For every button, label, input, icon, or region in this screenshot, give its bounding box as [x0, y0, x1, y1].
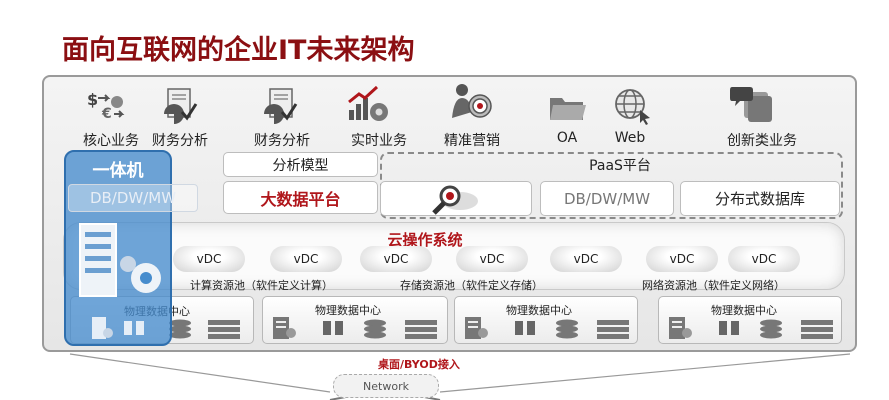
app-label-core-business: 核心业务 [83, 133, 139, 149]
datacenter-label-2: 物理数据中心 [315, 304, 381, 317]
server-gear-icon [79, 223, 161, 297]
app-label-realtime: 实时业务 [351, 133, 407, 149]
folder-icon [550, 98, 586, 120]
byod-access-label: 桌面/BYOD接入 [378, 358, 460, 371]
network-cloud: Network [333, 374, 439, 398]
realtime-chart-icon [348, 85, 388, 121]
vdc-3: vDC [360, 246, 432, 272]
paas-title: PaaS平台 [589, 158, 651, 174]
app-label-finance-1: 财务分析 [152, 133, 208, 149]
compute-pool-label: 计算资源池（软件定义计算） [190, 279, 333, 292]
bigdata-platform-box: 大数据平台 [223, 181, 378, 214]
finance-report-icon [264, 88, 298, 124]
bigdata-analytics-box [380, 181, 532, 216]
datacenter-label-3: 物理数据中心 [506, 304, 572, 317]
vdc-6: vDC [646, 246, 718, 272]
target-marketing-icon [452, 84, 492, 118]
paas-db-box: DB/DW/MW [540, 181, 674, 216]
server-storage-icons-4 [669, 317, 833, 339]
vdc-2: vDC [270, 246, 342, 272]
finance-chart-icon [164, 88, 198, 124]
integrated-server-icons [92, 317, 144, 339]
innovation-chat-icon [730, 87, 772, 122]
storage-pool-label: 存储资源池（软件定义存储） [400, 279, 543, 292]
vdc-5: vDC [550, 246, 622, 272]
app-label-innovation: 创新类业务 [727, 133, 797, 149]
vdc-7: vDC [728, 246, 800, 272]
network-pool-label: 网络资源池（软件定义网络） [642, 279, 785, 292]
integrated-db-box: DB/DW/MW [68, 184, 198, 212]
integrated-appliance-title: 一体机 [92, 161, 144, 181]
app-label-oa: OA [556, 130, 578, 146]
globe-icon [615, 89, 650, 125]
app-label-finance-2: 财务分析 [254, 133, 310, 149]
distributed-db-box: 分布式数据库 [680, 181, 840, 216]
currency-exchange-icon: $ € [87, 90, 125, 122]
svg-text:$: $ [87, 90, 98, 109]
svg-text:€: € [101, 106, 112, 122]
cloud-os-title: 云操作系统 [387, 231, 463, 249]
vdc-1: vDC [173, 246, 245, 272]
app-label-web: Web [614, 130, 646, 146]
server-storage-icons-1 [169, 319, 240, 339]
magnifier-cloud-icon [432, 185, 478, 215]
app-label-marketing: 精准营销 [444, 133, 500, 149]
server-storage-icons-2 [273, 317, 437, 339]
server-storage-icons-3 [465, 317, 629, 339]
vdc-4: vDC [456, 246, 528, 272]
page-title: 面向互联网的企业IT未来架构 [62, 35, 415, 66]
analysis-model-box: 分析模型 [223, 152, 378, 177]
datacenter-label-4: 物理数据中心 [711, 304, 777, 317]
